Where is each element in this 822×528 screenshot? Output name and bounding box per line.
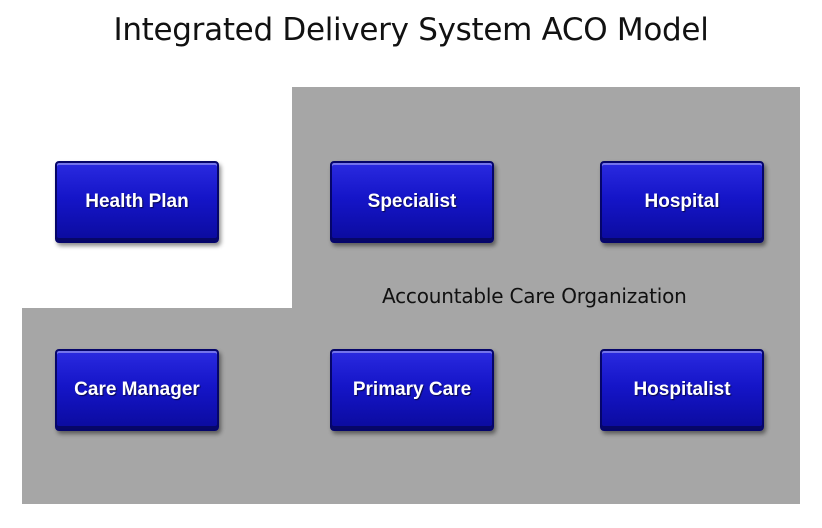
- node-specialist: Specialist: [330, 161, 494, 243]
- node-hospital: Hospital: [600, 161, 764, 243]
- node-health-plan-label: Health Plan: [85, 191, 189, 212]
- node-specialist-label: Specialist: [367, 191, 457, 212]
- node-hospitalist: Hospitalist: [600, 349, 764, 431]
- node-health-plan: Health Plan: [55, 161, 219, 243]
- node-hospitalist-label: Hospitalist: [633, 379, 731, 400]
- node-primary-care: Primary Care: [330, 349, 494, 431]
- aco-region-label: Accountable Care Organization: [382, 284, 687, 308]
- node-care-manager: Care Manager: [55, 349, 219, 431]
- node-hospital-label: Hospital: [644, 191, 720, 212]
- node-primary-care-label: Primary Care: [352, 379, 472, 400]
- diagram-title: Integrated Delivery System ACO Model: [113, 12, 709, 48]
- node-care-manager-label: Care Manager: [74, 379, 200, 400]
